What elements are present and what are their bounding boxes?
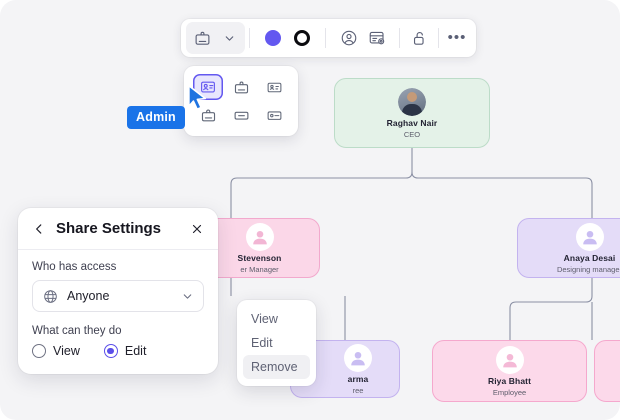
permission-radio-group[interactable]: View Edit xyxy=(32,344,204,358)
people-group[interactable] xyxy=(330,24,395,52)
id-card-icon[interactable] xyxy=(189,24,215,52)
access-value: Anyone xyxy=(67,289,110,303)
divider xyxy=(325,28,326,48)
context-menu[interactable]: View Edit Remove xyxy=(237,300,316,386)
page-title: Share Settings xyxy=(56,220,162,237)
palette-card-badge[interactable] xyxy=(226,74,256,100)
permission-label: What can they do xyxy=(32,325,122,337)
org-node-name: Riya Bhatt xyxy=(487,375,532,386)
context-menu-item-remove[interactable]: Remove xyxy=(243,355,310,379)
close-icon[interactable] xyxy=(190,222,204,236)
avatar xyxy=(398,87,426,116)
avatar xyxy=(575,222,604,251)
avatar xyxy=(495,345,524,374)
user-circle-icon[interactable] xyxy=(335,24,362,52)
globe-icon xyxy=(42,288,59,305)
style-toolbar[interactable]: ••• xyxy=(181,19,476,57)
share-settings-body: Who has access Anyone What can they do V… xyxy=(18,250,218,374)
admin-badge: Admin xyxy=(127,106,185,129)
share-settings-panel[interactable]: Share Settings Who has access Anyone Wha… xyxy=(18,208,218,374)
org-node-role: CEO xyxy=(403,129,421,139)
context-menu-item-view[interactable]: View xyxy=(251,312,278,326)
ring-circle-icon[interactable] xyxy=(288,24,316,52)
org-node-riya-bhatt[interactable]: Riya Bhatt Employee xyxy=(432,340,587,402)
avatar xyxy=(344,343,372,372)
org-node-name: arma xyxy=(347,373,369,384)
palette-card-bar[interactable] xyxy=(226,102,256,128)
org-node-anaya-desai[interactable]: Anaya Desai Designing manager xyxy=(517,218,620,278)
chevron-down-icon[interactable] xyxy=(181,290,194,303)
palette-card-badge-alt[interactable] xyxy=(193,102,223,128)
divider xyxy=(438,28,439,48)
org-node-role: Designing manager xyxy=(556,264,620,274)
card-style-palette[interactable] xyxy=(184,66,298,136)
palette-card-list[interactable] xyxy=(259,102,289,128)
filled-circle-icon[interactable] xyxy=(259,24,287,52)
radio-edit-label: Edit xyxy=(124,344,147,358)
radio-edit[interactable]: Edit xyxy=(103,344,147,358)
radio-view[interactable]: View xyxy=(32,344,80,358)
access-label: Who has access xyxy=(32,261,117,273)
unlocked-padlock-icon[interactable] xyxy=(404,24,434,52)
org-node-role: er Manager xyxy=(240,264,279,274)
org-node-role: Employee xyxy=(492,387,527,397)
divider xyxy=(399,28,400,48)
divider xyxy=(249,28,250,48)
org-node-name: Stevenson xyxy=(237,252,282,263)
chevron-left-icon[interactable] xyxy=(32,222,46,236)
radio-circle-icon[interactable] xyxy=(32,344,46,358)
card-style-group[interactable] xyxy=(186,22,245,54)
radio-selected-icon[interactable] xyxy=(103,344,118,358)
avatar xyxy=(245,222,274,251)
share-settings-header: Share Settings xyxy=(18,208,218,250)
org-node-name: Raghav Nair xyxy=(386,117,438,128)
color-group[interactable] xyxy=(254,24,321,52)
org-node-name: Anaya Desai xyxy=(563,252,616,263)
org-node-role: ree xyxy=(352,385,364,395)
ellipsis-icon[interactable]: ••• xyxy=(447,29,467,46)
chevron-down-icon[interactable] xyxy=(216,24,242,52)
org-node-ceo[interactable]: Raghav Nair CEO xyxy=(334,78,490,148)
context-menu-item-edit[interactable]: Edit xyxy=(251,336,273,350)
mouse-cursor-icon xyxy=(182,83,212,118)
org-node-offscreen[interactable] xyxy=(594,340,620,402)
access-select[interactable]: Anyone xyxy=(32,280,204,312)
radio-view-label: View xyxy=(53,344,80,358)
palette-card-landscape[interactable] xyxy=(259,74,289,100)
card-gear-icon[interactable] xyxy=(363,24,390,52)
